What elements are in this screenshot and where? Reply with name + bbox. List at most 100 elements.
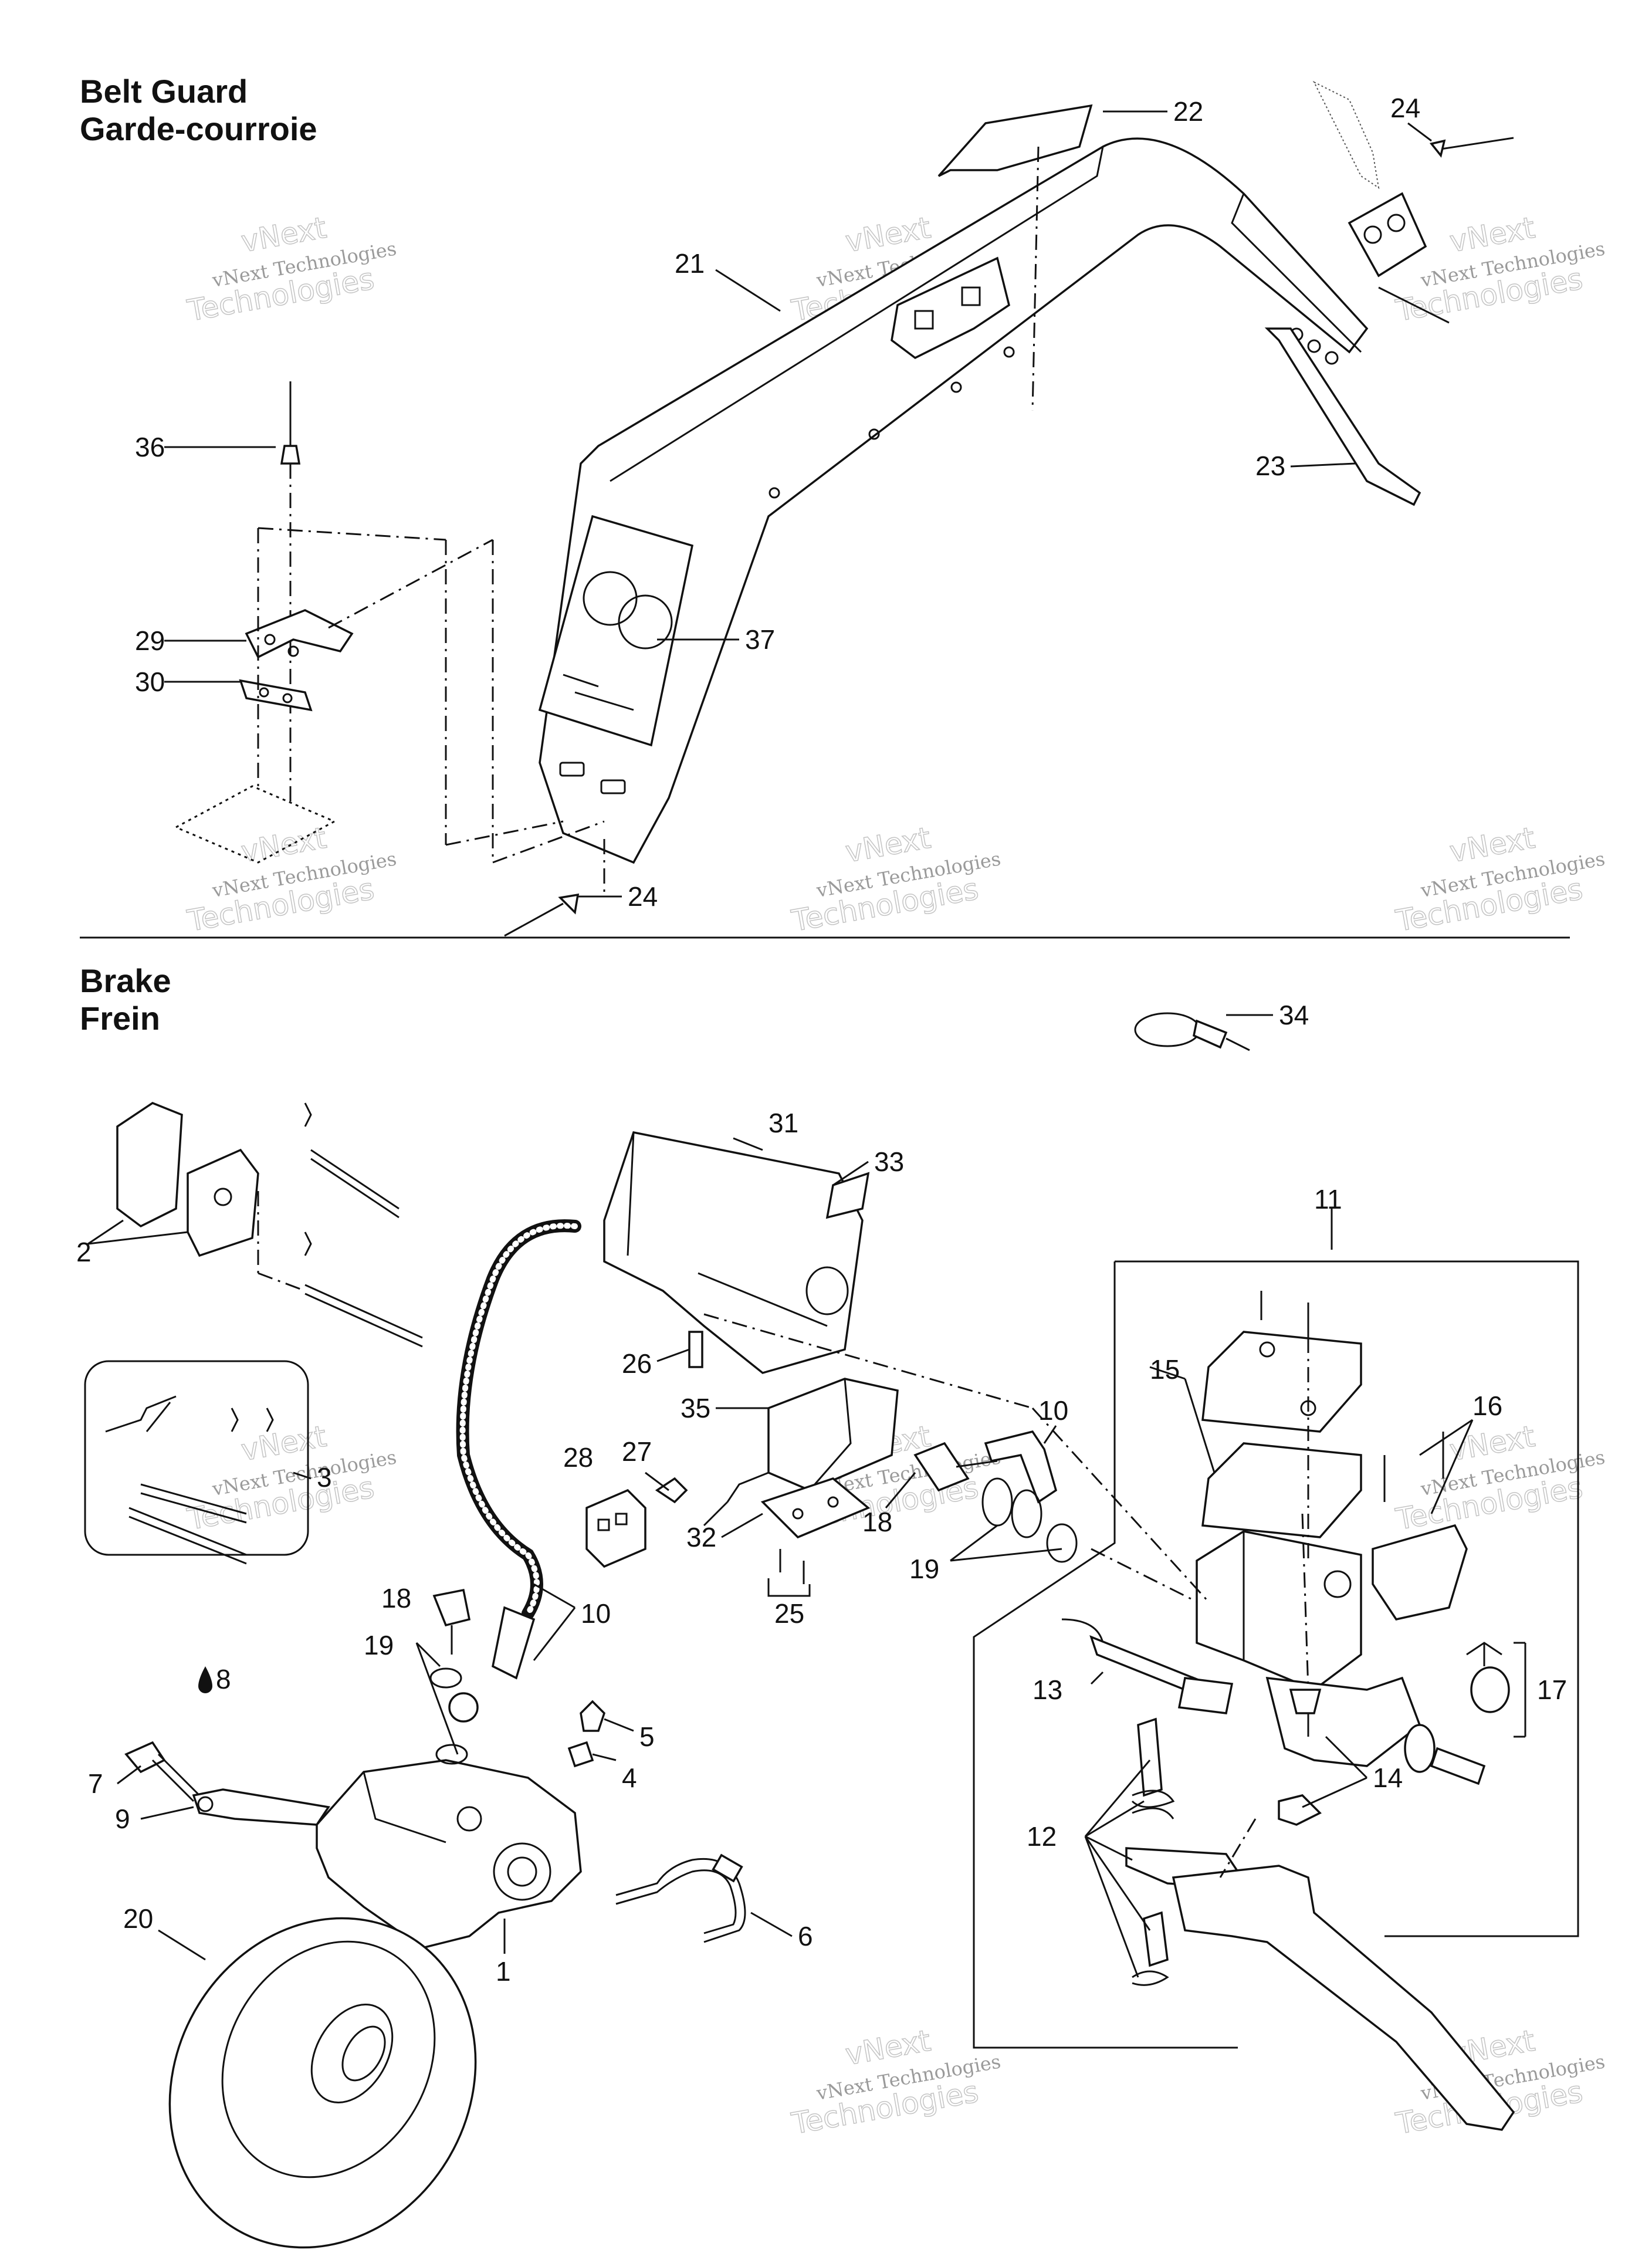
hinge-bracket <box>1348 192 1450 324</box>
callout-30: 30 <box>135 667 165 697</box>
callout-4: 4 <box>622 1763 637 1793</box>
callout-35: 35 <box>681 1393 710 1423</box>
cable-tie <box>1134 1012 1250 1051</box>
callout-19-right: 19 <box>909 1554 939 1584</box>
callout-3: 3 <box>317 1462 332 1493</box>
connector-28 <box>585 1489 646 1568</box>
callout-24-lower: 24 <box>628 881 658 912</box>
master-cylinder-box <box>973 1260 1579 2049</box>
callout-22: 22 <box>1173 96 1203 127</box>
brake-parts <box>84 1012 1579 2249</box>
callout-9: 9 <box>115 1804 130 1834</box>
watermark-5: vNext vNext Technologies Technologies <box>788 820 1003 939</box>
sight-glass-17 <box>1404 1642 1526 1785</box>
top-clip <box>891 256 1010 360</box>
switch-bracket <box>760 1477 871 1539</box>
callout-5: 5 <box>639 1721 655 1752</box>
warning-decal <box>538 515 694 747</box>
bracket-9 <box>192 1788 330 1826</box>
nut-14 <box>1278 1689 1322 1826</box>
rivet-lower <box>504 839 605 937</box>
brake-title-en: Brake <box>80 962 171 999</box>
callout-31: 31 <box>769 1108 798 1138</box>
callout-1: 1 <box>496 1956 511 1987</box>
bolt-7 <box>124 1741 201 1802</box>
screw-26 <box>688 1331 703 1368</box>
callout-11: 11 <box>1314 1184 1342 1215</box>
brake-hose <box>456 1219 581 1680</box>
washers-left <box>429 1667 479 1765</box>
callout-19-left: 19 <box>364 1630 394 1660</box>
callout-18-left: 18 <box>381 1583 411 1613</box>
rivet-36 <box>280 381 301 804</box>
pushrod-13 <box>1061 1618 1234 1714</box>
callout-2: 2 <box>76 1237 92 1267</box>
support-strap <box>1264 327 1421 506</box>
callout-23: 23 <box>1255 451 1285 481</box>
brake-switch <box>703 1378 899 1527</box>
washers-right <box>981 1477 1078 1563</box>
callout-20: 20 <box>123 1903 153 1934</box>
lever-pivot-parts <box>1125 1717 1252 1986</box>
brake-title-fr: Frein <box>80 1000 160 1037</box>
callout-12: 12 <box>1027 1821 1057 1852</box>
callout-10-left: 10 <box>581 1598 611 1629</box>
leader-lines <box>87 110 1474 1978</box>
watermark-1: vNext vNext Technologies Technologies <box>184 210 398 329</box>
cover-screws <box>1260 1291 1309 1338</box>
callout-numbers: 22 24 21 36 23 29 37 30 24 34 31 33 11 2… <box>76 93 1567 1987</box>
bleeder-cap-5 <box>580 1700 606 1732</box>
hose-fitting-right <box>984 1430 1058 1504</box>
callout-34: 34 <box>1279 1000 1309 1030</box>
banjo-bolt-left <box>432 1588 471 1655</box>
callout-24-upper: 24 <box>1390 93 1420 123</box>
brake-heading: Brake Frein <box>80 962 171 1037</box>
terminal-27 <box>655 1477 688 1504</box>
reservoir-cover <box>1201 1331 1362 1538</box>
pin-kit-box <box>84 1360 309 1565</box>
brake-cover <box>603 1131 864 1374</box>
banjo-bolt-right <box>913 1442 998 1492</box>
bleeder-screw-4 <box>567 1741 594 1768</box>
callout-27: 27 <box>622 1436 652 1467</box>
callout-36: 36 <box>135 432 165 462</box>
callout-14: 14 <box>1373 1763 1403 1793</box>
screws-25 <box>767 1549 811 1597</box>
brake-pads <box>116 1102 306 1292</box>
callout-26: 26 <box>622 1348 652 1379</box>
callout-17: 17 <box>1537 1674 1567 1705</box>
oil-drop-icon <box>198 1666 212 1693</box>
callout-37: 37 <box>745 624 775 655</box>
callout-18-right: 18 <box>862 1507 892 1537</box>
callout-6: 6 <box>798 1921 813 1951</box>
callout-25: 25 <box>774 1598 804 1629</box>
brake-lever <box>1172 1865 1515 2131</box>
watermark-6: vNext vNext Technologies Technologies <box>1393 820 1607 939</box>
callout-13: 13 <box>1032 1674 1062 1705</box>
brake-disc <box>168 1917 477 2249</box>
pad-pins <box>304 1102 423 1348</box>
watermark-4: vNext vNext Technologies Technologies <box>184 820 398 939</box>
callout-33: 33 <box>874 1146 904 1177</box>
belt-guard-body <box>539 137 1369 864</box>
belt-guard-heading: Belt Guard Garde-courroie <box>80 73 317 148</box>
clamp-16 <box>1372 1432 1468 1621</box>
callout-16: 16 <box>1472 1391 1502 1421</box>
decal-tag <box>937 104 1093 411</box>
belt-guard-title-en: Belt Guard <box>80 73 248 110</box>
callout-28: 28 <box>563 1442 593 1473</box>
bracket-29 <box>245 609 354 659</box>
callout-7: 7 <box>88 1768 103 1799</box>
brake-line-6 <box>615 1853 746 1943</box>
belt-guard-title-fr: Garde-courroie <box>80 110 317 147</box>
callout-21: 21 <box>675 248 705 279</box>
rivet-upper <box>1429 137 1514 158</box>
callout-32: 32 <box>686 1522 716 1552</box>
mounting-area <box>174 527 605 864</box>
plate-30 <box>239 679 313 712</box>
callout-10-right: 10 <box>1038 1395 1068 1426</box>
sealant-spray <box>1312 80 1380 190</box>
callout-29: 29 <box>135 625 165 656</box>
belt-guard-parts <box>174 80 1514 937</box>
